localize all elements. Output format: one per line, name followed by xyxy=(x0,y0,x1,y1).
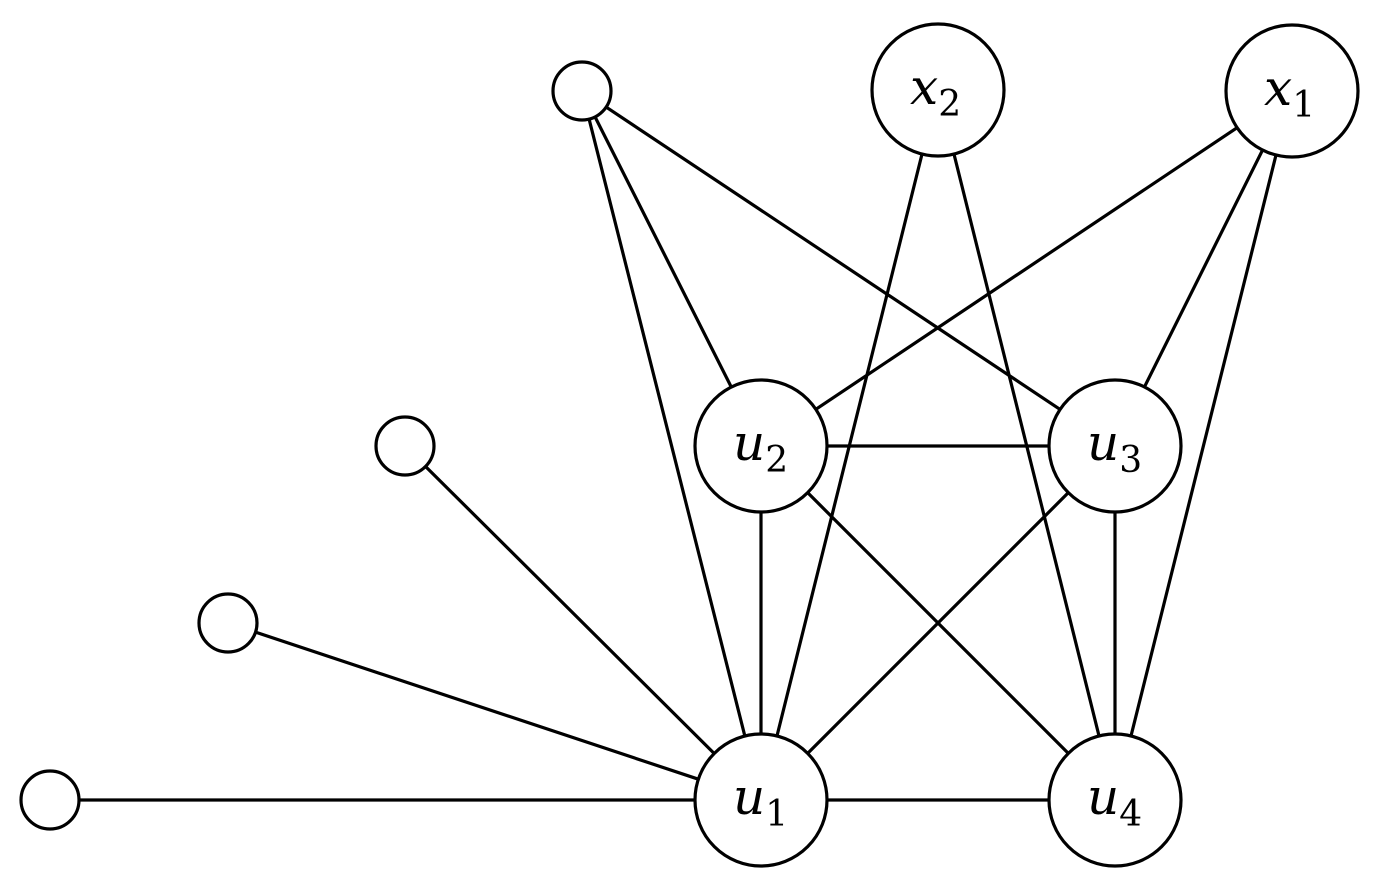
edges-layer xyxy=(77,105,1278,802)
node-label-x1: x1 xyxy=(1264,59,1315,126)
node-circle-x1 xyxy=(1224,23,1360,159)
node-circle-x2 xyxy=(870,22,1006,158)
edge-n_top-u1 xyxy=(587,117,747,738)
node-label-u1: u1 xyxy=(733,768,788,835)
node-n_left_a xyxy=(374,415,436,477)
edge-u3-u1 xyxy=(806,491,1070,755)
edge-x1-u2 xyxy=(814,126,1239,411)
node-circle-u1 xyxy=(693,732,829,868)
edge-n_top-u2 xyxy=(593,115,733,389)
node-circle-u3 xyxy=(1047,378,1183,514)
edge-n_top-u3 xyxy=(604,105,1062,412)
nodes-layer: x2 x1 u2 u3 u1 u4 xyxy=(19,22,1360,868)
node-circle-n_left_c xyxy=(19,769,81,831)
node-u3: u3 xyxy=(1047,378,1183,514)
node-circle-u2 xyxy=(693,378,829,514)
node-label-u4: u4 xyxy=(1087,768,1142,835)
node-label-u2: u2 xyxy=(733,414,788,481)
node-u2: u2 xyxy=(693,378,829,514)
node-label-u3: u3 xyxy=(1087,414,1142,481)
node-u1: u1 xyxy=(693,732,829,868)
node-x2: x2 xyxy=(870,22,1006,158)
node-circle-n_left_a xyxy=(374,415,436,477)
node-circle-n_top xyxy=(551,60,613,122)
node-circle-n_left_b xyxy=(197,592,259,654)
edge-x1-u4 xyxy=(1129,153,1278,738)
edge-x1-u3 xyxy=(1142,148,1265,389)
node-n_left_b xyxy=(197,592,259,654)
node-x1: x1 xyxy=(1224,23,1360,159)
node-n_top xyxy=(551,60,613,122)
node-label-x2: x2 xyxy=(910,58,961,125)
edge-n_left_a-u1 xyxy=(423,464,716,756)
node-u4: u4 xyxy=(1047,732,1183,868)
edge-n_left_b-u1 xyxy=(253,630,700,781)
node-n_left_c xyxy=(19,769,81,831)
node-circle-u4 xyxy=(1047,732,1183,868)
